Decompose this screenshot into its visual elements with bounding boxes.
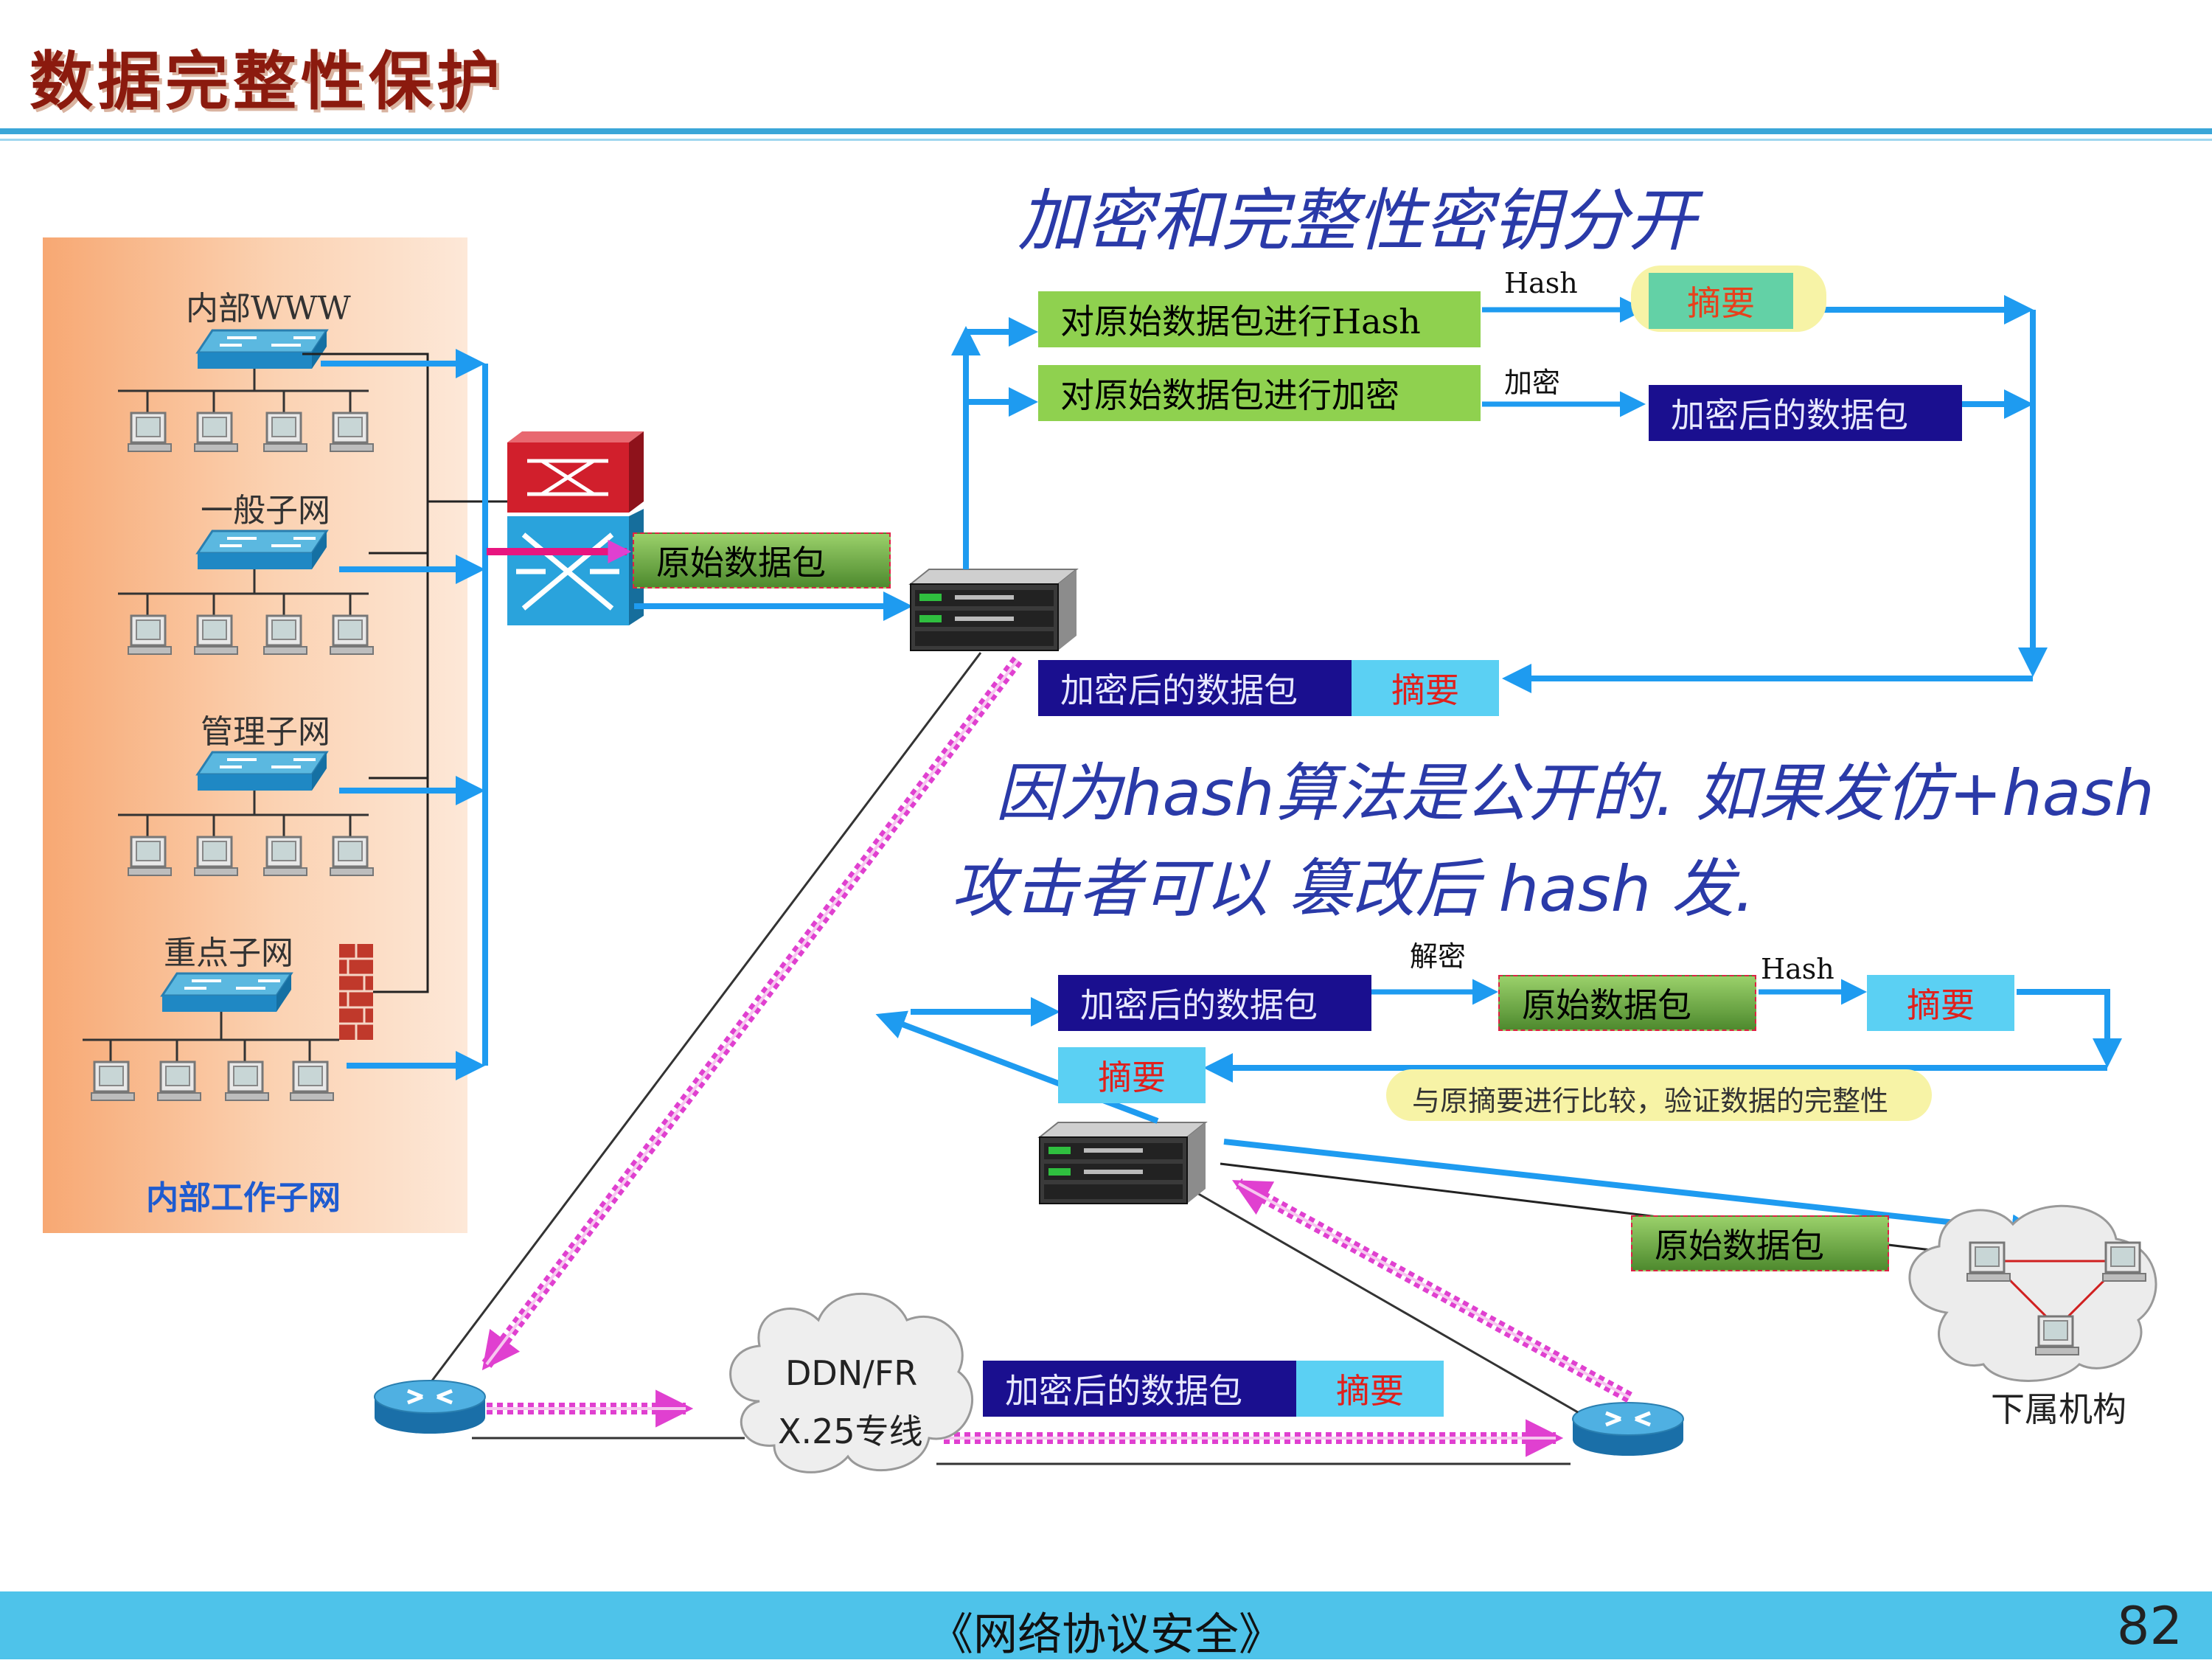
encrypted-packet-box: 加密后的数据包 [1649,385,1962,441]
computer-icon [329,836,375,877]
receiver-original-box: 原始数据包 [1498,975,1756,1031]
hash-step-box: 对原始数据包进行Hash [1038,291,1481,347]
handwriting-line2: 因为hash算法是公开的. 如果发仿+hash [995,757,2154,830]
compare-note: 与原摘要进行比较，验证数据的完整性 [1412,1085,1889,1117]
firewall-icon [339,944,373,1040]
handwriting-line1: 加密和完整性密钥分开 [1018,181,1697,260]
encryption-device-icon [1039,1122,1206,1204]
computer-icon [329,614,375,656]
footer-bar [0,1591,2212,1659]
hash-arrow-label: Hash [1504,267,1578,299]
subnet-label-general: 一般子网 [201,492,330,530]
title-rule [0,128,2212,134]
compare-highlight [1386,1069,1932,1121]
router-icon [375,1381,485,1434]
subnet-label-key: 重点子网 [164,934,293,972]
computer-icon [127,614,173,656]
computer-icon [289,1060,335,1102]
computer-icon [262,614,308,656]
encrypt-arrow-label: 加密 [1504,367,1561,399]
computer-icon [156,1060,202,1102]
computer-icon [262,836,308,877]
digest-box: 摘要 [1649,273,1793,329]
switch-icon [196,751,328,792]
core-switch-icon [507,431,644,625]
receiver-received-digest-box: 摘要 [1058,1047,1206,1103]
branch-office-label: 下属机构 [1991,1389,2126,1429]
subnet-label-management: 管理子网 [201,713,330,751]
handwriting-line3: 攻击者可以 篡改后 hash 发. [951,853,1755,926]
decrypt-arrow-label: 解密 [1410,940,1467,973]
combined-encrypted-box: 加密后的数据包 [1038,660,1352,716]
computer-icon [127,412,173,453]
page-number: 82 [2116,1596,2183,1656]
receiver-encrypted-box: 加密后的数据包 [1058,975,1371,1031]
switch-icon [196,530,328,571]
cloud-label-line2: X.25专线 [778,1412,923,1451]
cloud-icon [729,1292,973,1473]
computer-icon [329,412,375,453]
computer-icon [262,412,308,453]
receiver-hash-arrow-label: Hash [1761,953,1834,985]
encryption-device-icon [910,569,1077,651]
computer-icon [224,1060,270,1102]
router-icon [1573,1403,1683,1456]
computer-icon [127,836,173,877]
internal-network-caption: 内部工作子网 [146,1179,341,1217]
slide-title: 数据完整性保护 [29,44,504,119]
receiver-new-digest-box: 摘要 [1867,975,2014,1031]
encrypt-step-box: 对原始数据包进行加密 [1038,365,1481,421]
cloud-label-line1: DDN/FR [785,1353,918,1393]
wan-digest-box: 摘要 [1296,1361,1444,1417]
switch-icon [196,329,328,370]
title-rule-thin [0,139,2212,141]
switch-icon [161,972,293,1013]
combined-digest-box: 摘要 [1352,660,1499,716]
footer-title: 《网络协议安全》 [929,1609,1283,1661]
subnet-label-www: 内部WWW [186,290,351,327]
original-packet-box: 原始数据包 [633,532,891,589]
computer-icon [193,836,239,877]
delivered-packet-box: 原始数据包 [1631,1215,1889,1271]
computer-icon [193,412,239,453]
cloud-icon [1908,1204,2157,1382]
wan-encrypted-box: 加密后的数据包 [983,1361,1296,1417]
computer-icon [90,1060,136,1102]
computer-icon [193,614,239,656]
